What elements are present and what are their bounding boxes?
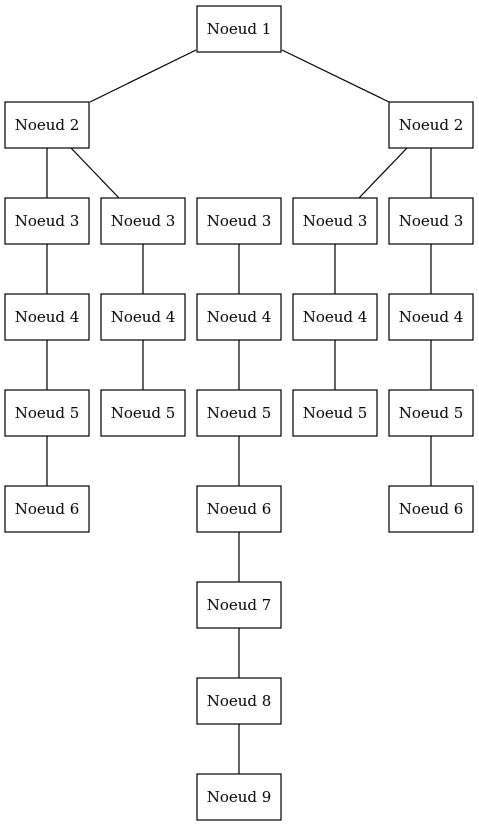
node-box [388, 197, 474, 245]
node-label: Noeud 5 [15, 404, 80, 422]
node-n9: Noeud 9 [196, 773, 282, 821]
node-n8: Noeud 8 [196, 677, 282, 725]
node-label: Noeud 2 [399, 116, 464, 134]
node-n3d: Noeud 3 [292, 197, 378, 245]
node-box [4, 293, 90, 341]
node-n3b: Noeud 3 [100, 197, 186, 245]
node-label: Noeud 4 [111, 308, 176, 326]
node-label: Noeud 5 [207, 404, 272, 422]
node-n6a: Noeud 6 [4, 485, 90, 533]
node-label: Noeud 6 [15, 500, 80, 518]
node-n4a: Noeud 4 [4, 293, 90, 341]
node-n6c: Noeud 6 [196, 485, 282, 533]
node-n4e: Noeud 4 [388, 293, 474, 341]
node-box [4, 197, 90, 245]
node-box [100, 197, 186, 245]
node-box [196, 5, 282, 53]
node-n5a: Noeud 5 [4, 389, 90, 437]
node-box [196, 581, 282, 629]
node-box [388, 293, 474, 341]
node-n6e: Noeud 6 [388, 485, 474, 533]
nodes-layer: Noeud 1 Noeud 2 Noeud 2 Noeud 3 Noeud 3 Noeud… [4, 5, 474, 821]
node-label: Noeud 6 [399, 500, 464, 518]
node-label: Noeud 4 [399, 308, 464, 326]
node-label: Noeud 2 [15, 116, 80, 134]
node-label: Noeud 3 [111, 212, 176, 230]
node-label: Noeud 6 [207, 500, 272, 518]
node-box [100, 293, 186, 341]
edge-n2b-n3d [358, 147, 408, 199]
node-label: Noeud 4 [15, 308, 80, 326]
node-box [292, 197, 378, 245]
node-box [196, 389, 282, 437]
node-box [388, 101, 474, 149]
node-box [196, 293, 282, 341]
node-label: Noeud 7 [207, 596, 272, 614]
node-box [292, 389, 378, 437]
node-label: Noeud 3 [207, 212, 272, 230]
node-label: Noeud 4 [207, 308, 272, 326]
node-n5e: Noeud 5 [388, 389, 474, 437]
node-box [196, 677, 282, 725]
node-label: Noeud 3 [303, 212, 368, 230]
node-box [4, 101, 90, 149]
node-box [196, 773, 282, 821]
node-label: Noeud 5 [303, 404, 368, 422]
node-n1: Noeud 1 [196, 5, 282, 53]
node-box [292, 293, 378, 341]
node-box [388, 389, 474, 437]
node-n7: Noeud 7 [196, 581, 282, 629]
node-label: Noeud 4 [303, 308, 368, 326]
node-n3c: Noeud 3 [196, 197, 282, 245]
node-box [4, 389, 90, 437]
node-box [4, 485, 90, 533]
node-label: Noeud 5 [111, 404, 176, 422]
edges-layer [46, 49, 432, 774]
node-box [100, 389, 186, 437]
edge-n1-n2b [281, 49, 390, 103]
node-label: Noeud 3 [399, 212, 464, 230]
edge-n1-n2a [89, 49, 197, 103]
node-label: Noeud 8 [207, 692, 272, 710]
node-label: Noeud 3 [15, 212, 80, 230]
node-box [196, 197, 282, 245]
node-n4b: Noeud 4 [100, 293, 186, 341]
node-n4c: Noeud 4 [196, 293, 282, 341]
node-n4d: Noeud 4 [292, 293, 378, 341]
node-label: Noeud 1 [207, 20, 272, 38]
node-n5d: Noeud 5 [292, 389, 378, 437]
node-box [196, 485, 282, 533]
node-n3e: Noeud 3 [388, 197, 474, 245]
node-label: Noeud 5 [399, 404, 464, 422]
node-n2a: Noeud 2 [4, 101, 90, 149]
node-box [388, 485, 474, 533]
node-n2b: Noeud 2 [388, 101, 474, 149]
node-n5c: Noeud 5 [196, 389, 282, 437]
node-n5b: Noeud 5 [100, 389, 186, 437]
edge-n2a-n3b [70, 147, 120, 199]
node-n3a: Noeud 3 [4, 197, 90, 245]
node-label: Noeud 9 [207, 788, 272, 806]
